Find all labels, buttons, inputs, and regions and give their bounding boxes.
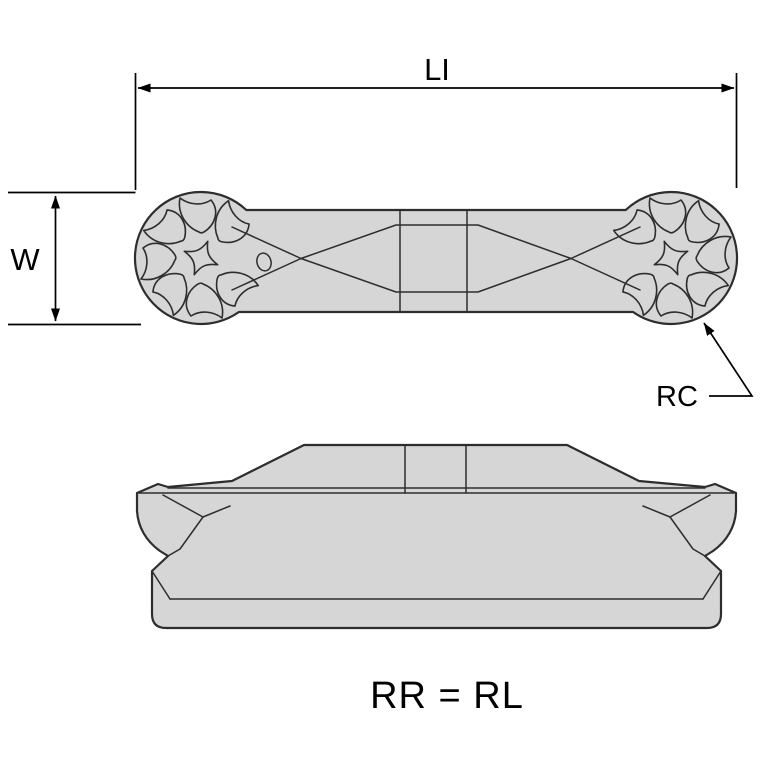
insert-top-view [133,190,739,326]
locating-dimple [256,252,272,272]
li-label: LI [424,52,450,87]
base-chamfer-left [151,570,171,600]
left-clamp-groove [162,494,204,557]
base-chamfer-right [702,570,722,600]
left-clamp-groove-edge [202,505,231,518]
rc-leader-line [703,322,754,397]
insert-side-outline [135,443,738,630]
insert-side-view [135,443,738,630]
right-clamp-groove-edge [642,505,671,518]
body-edge-bottom [300,257,572,293]
right-clamp-groove [669,494,711,557]
body-edge-top [300,224,572,260]
dimension-li: LI [134,52,738,190]
w-label: W [10,242,40,277]
rc-callout: RC [656,322,754,413]
radius-equality-note: RR = RL [370,675,524,717]
dimension-w: W [8,191,141,326]
insert-top-outline [133,190,739,326]
rc-label: RC [656,381,698,413]
